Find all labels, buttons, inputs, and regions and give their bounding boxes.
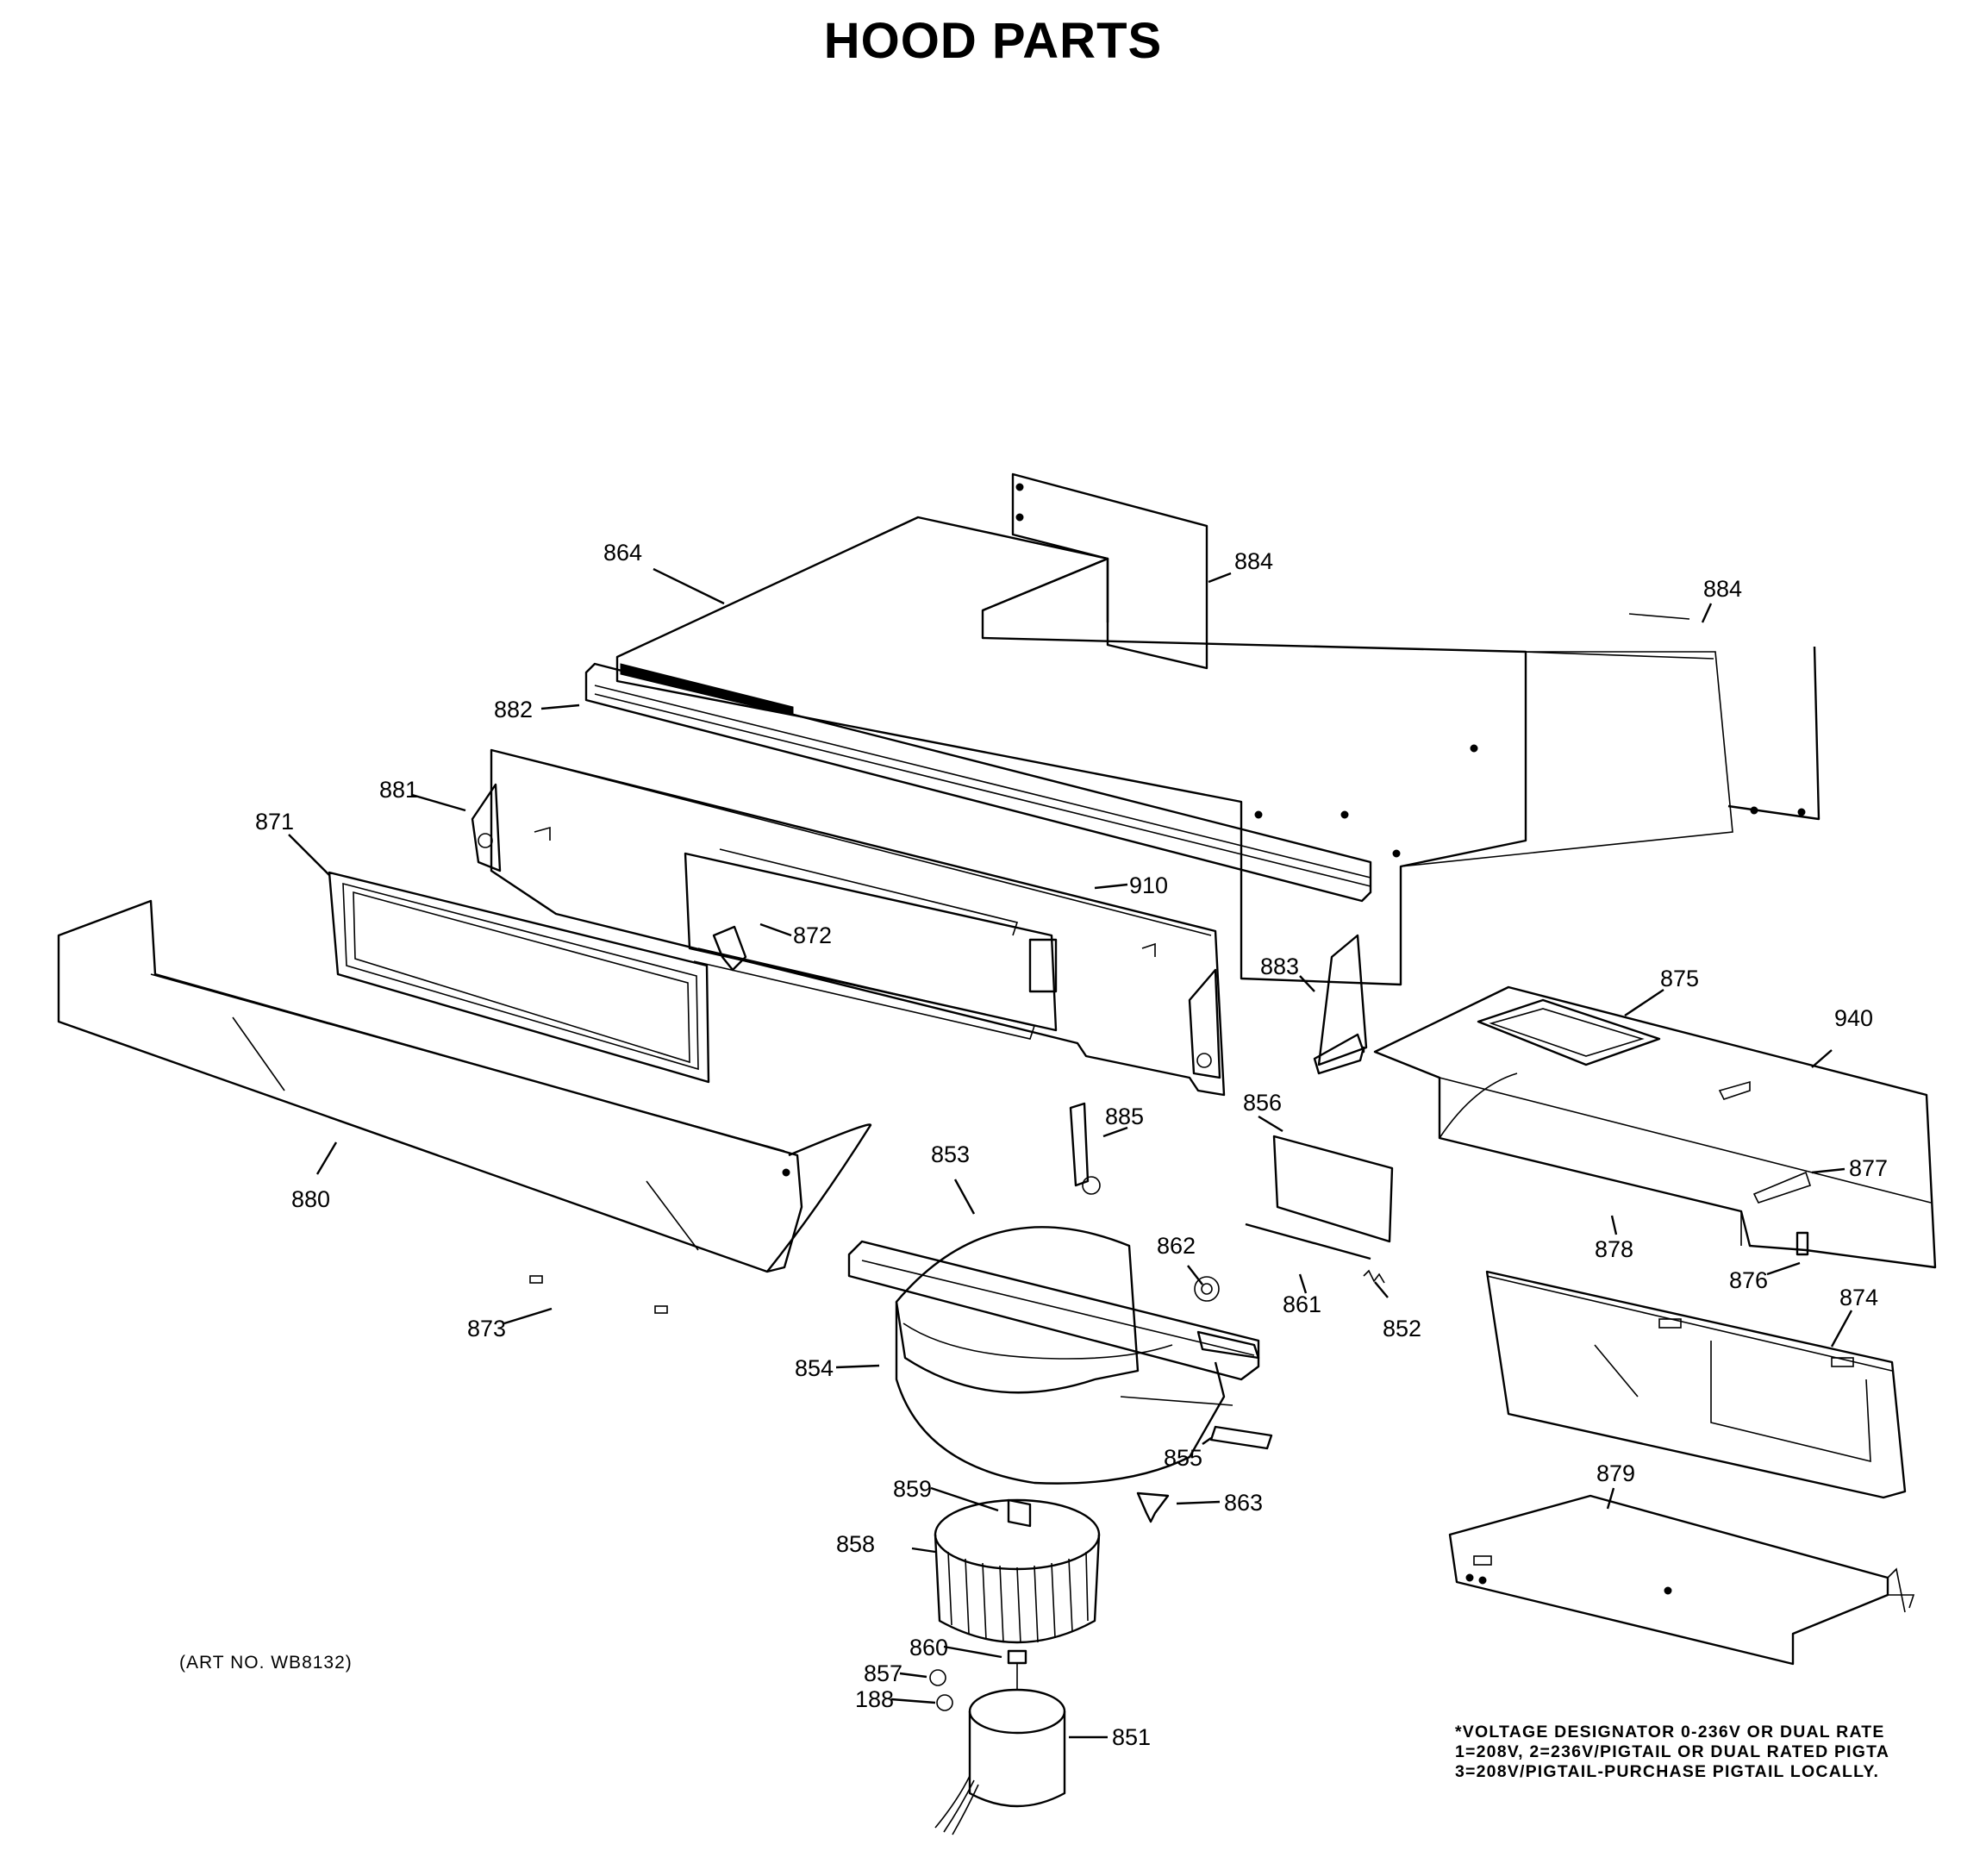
part-label-878: 878 (1595, 1236, 1633, 1262)
scroll-854 (895, 1302, 1233, 1485)
part-label-882: 882 (494, 697, 533, 722)
channel-910 (684, 848, 1058, 1040)
part-label-861: 861 (1283, 1291, 1321, 1317)
part-label-858: 858 (836, 1531, 875, 1557)
part-label-851: 851 (1112, 1724, 1151, 1750)
bracket-885 (1069, 1102, 1101, 1195)
part-label-871: 871 (255, 809, 294, 835)
side-plate-884 (1628, 613, 1820, 821)
part-label-860: 860 (909, 1635, 948, 1660)
part-label-884: 884 (1703, 576, 1742, 602)
part-label-879: 879 (1596, 1460, 1635, 1486)
blower-housing-853 (847, 1226, 1260, 1394)
part-label-857: 857 (864, 1660, 902, 1686)
voltage-note-line: 3=208V/PIGTAIL-PURCHASE PIGTAIL LOCALLY. (1455, 1762, 1880, 1781)
part-label-910: 910 (1129, 872, 1168, 898)
screws-873 (529, 1275, 668, 1314)
side-panel-883 (1313, 934, 1368, 1075)
part-label-875: 875 (1660, 966, 1699, 991)
part-label-874: 874 (1839, 1285, 1878, 1310)
part-label-864: 864 (603, 540, 642, 566)
part-label-880: 880 (291, 1186, 330, 1212)
pin-876 (1796, 1231, 1809, 1256)
part-label-881: 881 (379, 777, 418, 803)
part-labels: 864 884 884 882 881 871 910 872 883 875 … (255, 540, 1888, 1750)
rail-882 (584, 662, 1372, 903)
part-label-940: 940 (1834, 1005, 1873, 1031)
nut-863 (1136, 1491, 1170, 1523)
part-label-852: 852 (1383, 1316, 1421, 1341)
strip-861 (1245, 1223, 1371, 1260)
front-trim-880 (57, 899, 872, 1273)
part-label-855: 855 (1164, 1445, 1202, 1471)
nut-188 (936, 1694, 953, 1711)
part-label-873: 873 (467, 1316, 506, 1341)
leader-lines (288, 567, 1853, 1739)
washer-857 (929, 1669, 946, 1686)
rear-plate-884 (1011, 472, 1208, 670)
page-title: HOOD PARTS (823, 13, 1163, 69)
part-label-863: 863 (1224, 1490, 1263, 1516)
part-label-859: 859 (893, 1476, 932, 1502)
bracket-874 (1485, 1270, 1907, 1499)
motor-851 (934, 1664, 1066, 1835)
part-label-853: 853 (931, 1141, 970, 1167)
part-label-885: 885 (1105, 1104, 1144, 1129)
part-label-883: 883 (1260, 954, 1299, 979)
part-label-188: 188 (855, 1686, 894, 1712)
part-label-856: 856 (1243, 1090, 1282, 1116)
spring-852 (1363, 1269, 1385, 1284)
filter-871 (328, 871, 710, 1084)
part-label-876: 876 (1729, 1267, 1768, 1293)
clip-872 (712, 925, 747, 972)
art-number: (ART NO. WB8132) (179, 1653, 353, 1673)
voltage-note: *VOLTAGE DESIGNATOR 0-236V OR DUAL RATE … (1455, 1723, 1986, 1782)
cover-879 (1448, 1494, 1915, 1666)
plate-855 (1209, 1425, 1273, 1450)
clip-860 (1007, 1649, 1027, 1665)
voltage-note-line: *VOLTAGE DESIGNATOR 0-236V OR DUAL RATE (1455, 1723, 1885, 1742)
part-label-854: 854 (795, 1355, 834, 1381)
blower-wheel-858 (934, 1498, 1101, 1644)
front-panel-881 (471, 748, 1226, 1097)
part-label-872: 872 (793, 922, 832, 948)
part-label-862: 862 (1157, 1233, 1196, 1259)
voltage-note-line: 1=208V, 2=236V/PIGTAIL OR DUAL RATED PIG… (1455, 1742, 1890, 1761)
duct-housing-940 (1373, 985, 1937, 1269)
part-label-877: 877 (1849, 1155, 1888, 1181)
plate-856 (1272, 1135, 1394, 1243)
part-label-884: 884 (1234, 548, 1273, 574)
